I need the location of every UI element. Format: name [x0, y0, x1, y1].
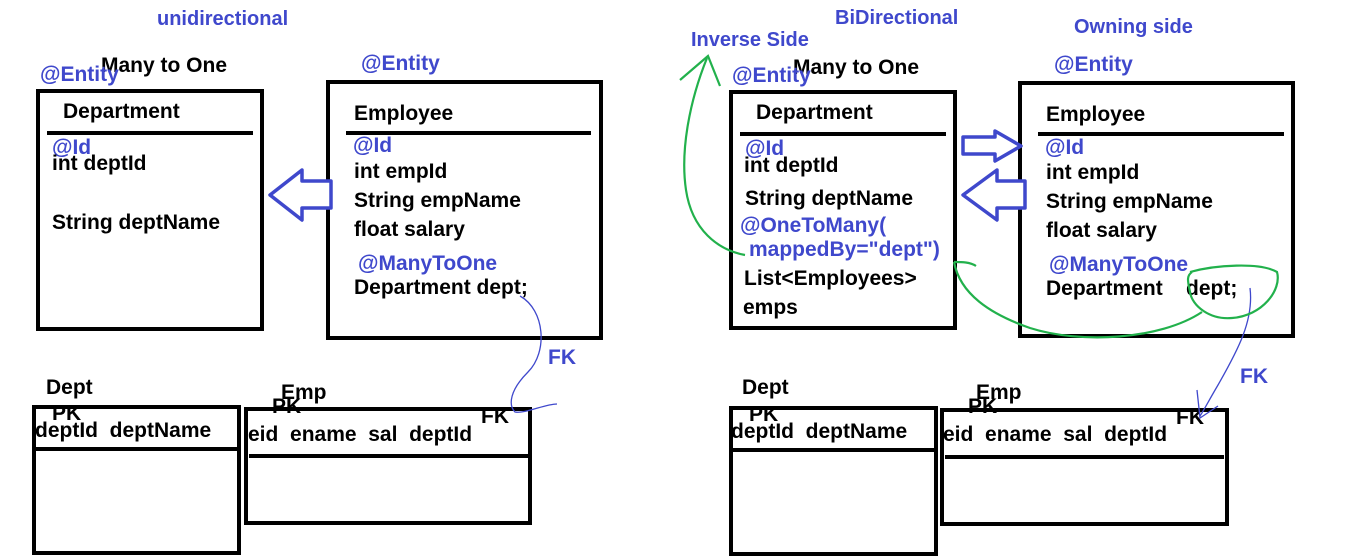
field-dept-left: Department dept; [354, 276, 528, 299]
green-connector [952, 261, 1203, 339]
fk-line-right-head [1196, 389, 1219, 420]
emp-table-divider-right [945, 455, 1224, 459]
green-dept-loop [1186, 264, 1279, 320]
field-salary-left: float salary [354, 218, 465, 241]
field-empname-right: String empName [1046, 190, 1213, 213]
dept-table-divider-left [34, 447, 237, 451]
divider-emp-right [1038, 132, 1284, 136]
hollow-arrow-right [961, 129, 1023, 163]
field-dept-right: dept; [1186, 277, 1238, 300]
department-entity-name-right: Department [756, 101, 873, 124]
field-deptname-right: String deptName [745, 187, 914, 210]
id-annotation-dept-left: @Id [52, 136, 92, 159]
fk-label-left: FK [548, 346, 576, 369]
heading-unidirectional: unidirectional [157, 8, 289, 30]
department-entity-box-right [729, 90, 957, 330]
dept-table-divider-right [731, 448, 934, 452]
id-annotation-emp-left: @Id [353, 134, 393, 157]
entity-annotation-dept-right: @Entity [732, 64, 811, 87]
entity-annotation-dept-left: @Entity [40, 63, 119, 86]
emp-table-title-right: Emp [976, 381, 1022, 404]
field-emps: emps [743, 296, 798, 319]
field-deptid-left: int deptId [52, 152, 147, 175]
manytoone-annotation-right: @ManyToOne [1049, 253, 1189, 276]
id-annotation-emp-right: @Id [1045, 136, 1085, 159]
inverse-side-label: Inverse Side [691, 29, 809, 51]
entity-annotation-emp-right: @Entity [1054, 53, 1133, 76]
dept-table-title-left: Dept [46, 376, 93, 399]
field-empname-left: String empName [354, 189, 521, 212]
emp-table-title-left: Emp [281, 381, 327, 404]
id-annotation-dept-right: @Id [745, 137, 785, 160]
divider-dept-left [47, 131, 253, 135]
field-list-employees: List<Employees> [744, 267, 917, 290]
annotation-strokes [268, 54, 1279, 420]
fk-label-emp-table-right: FK [1176, 406, 1204, 429]
divider-dept-right [740, 132, 946, 136]
field-department-right: Department [1046, 277, 1163, 300]
department-entity-box-left [36, 89, 264, 331]
block-arrow-left [268, 168, 333, 222]
employee-entity-name-left: Employee [354, 102, 454, 125]
fk-line-left [510, 295, 558, 413]
field-empid-left: int empId [354, 160, 448, 183]
green-inverse-arrow [683, 57, 746, 257]
emp-table-box-right [940, 408, 1229, 526]
employee-entity-box-left [326, 80, 603, 340]
fk-label-right: FK [1240, 365, 1268, 388]
field-deptid-right: int deptId [744, 154, 839, 177]
manytoone-annotation-left: @ManyToOne [358, 252, 498, 275]
dept-table-title-right: Dept [742, 376, 789, 399]
relation-label-left: Many to One [101, 54, 228, 77]
pk-label-emp-left: PK [272, 395, 302, 418]
department-entity-name-left: Department [63, 100, 180, 123]
fk-line-right [1199, 287, 1252, 417]
block-arrow-right [961, 168, 1027, 222]
divider-emp-left [346, 131, 591, 135]
dept-table-columns-left: deptId deptName [35, 419, 212, 442]
heading-bidirectional: BiDirectional [835, 7, 959, 29]
emp-table-columns-left: eid ename sal deptId [248, 423, 473, 446]
owning-side-label: Owning side [1074, 16, 1193, 38]
green-connector-hook [953, 260, 977, 267]
field-deptname-left: String deptName [52, 211, 221, 234]
employee-entity-name-right: Employee [1046, 103, 1146, 126]
emp-table-divider-left [249, 454, 528, 458]
fk-label-emp-table-left: FK [481, 405, 509, 428]
onetomany-annotation: @OneToMany( [740, 214, 887, 237]
emp-table-box-left [244, 407, 532, 525]
dept-table-columns-right: deptId deptName [731, 420, 908, 443]
relation-label-right: Many to One [793, 56, 920, 79]
field-salary-right: float salary [1046, 219, 1157, 242]
emp-table-columns-right: eid ename sal deptId [943, 423, 1168, 446]
entity-annotation-emp-left: @Entity [361, 52, 440, 75]
mappedby-annotation: mappedBy="dept") [749, 238, 940, 261]
field-empid-right: int empId [1046, 161, 1140, 184]
green-inverse-arrowhead [679, 54, 722, 87]
